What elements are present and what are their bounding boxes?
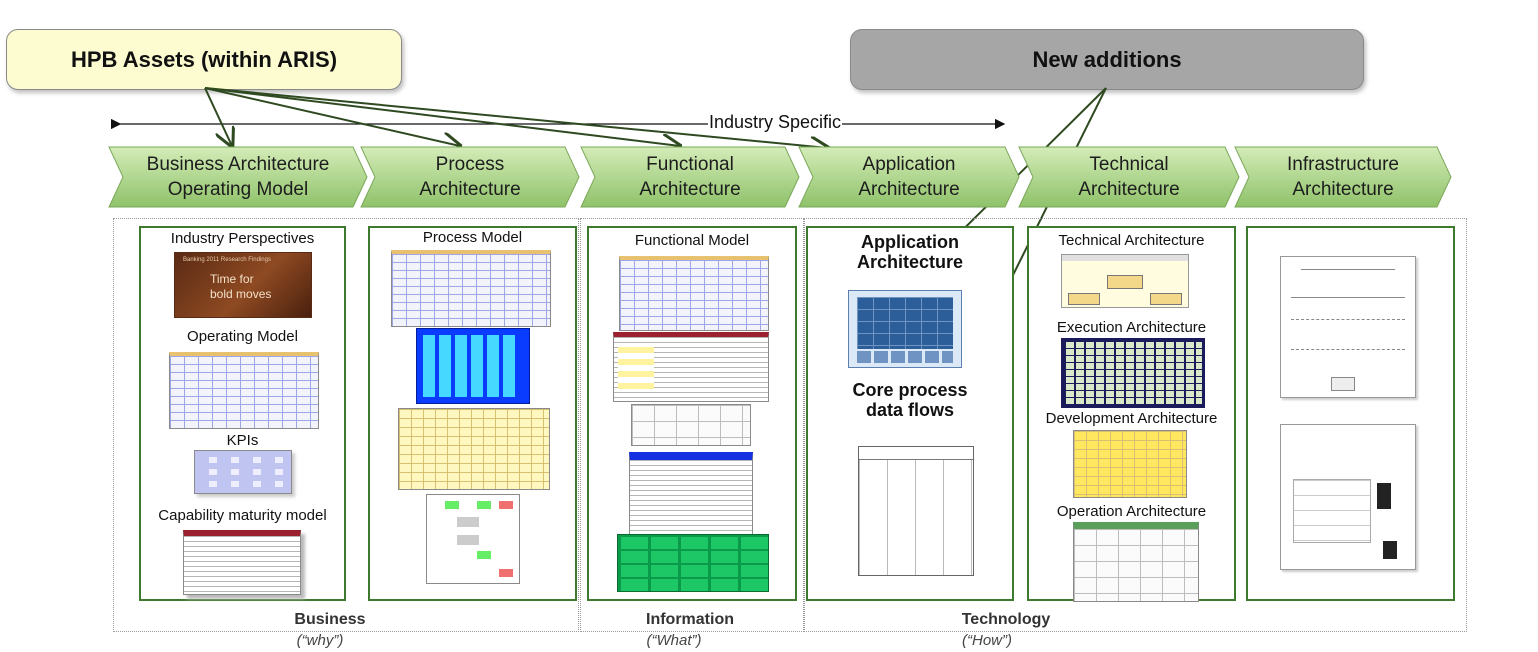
thumb-box [1331, 377, 1355, 391]
operating-model-title: Operating Model [187, 328, 298, 345]
business-group-boundary [113, 218, 579, 632]
chevron-label: Technical Architecture [1078, 154, 1180, 200]
application-architecture-thumbnail [848, 290, 962, 368]
application-architecture-title: Application Architecture [856, 232, 964, 272]
chevron-technical-architecture: Technical Architecture [1018, 146, 1240, 208]
group-business-label: Business [294, 611, 366, 628]
flow-node [499, 569, 513, 577]
thumb-server [1383, 541, 1397, 559]
thumb-text-line1: Time for [210, 272, 254, 286]
chevron-functional-architecture: Functional Architecture [580, 146, 800, 208]
flow-node [477, 501, 491, 509]
sap-infrastructure-thumbnail [1280, 424, 1416, 570]
group-information-label: Information [646, 611, 734, 628]
technical-panel: Technical Architecture Execution Archite… [1027, 226, 1236, 602]
execution-architecture-title: Execution Architecture [1056, 319, 1207, 336]
functional-panel: Functional Model [587, 226, 797, 601]
thumb-line [1291, 319, 1405, 321]
application-panel: Application Architecture Core process da… [806, 226, 1014, 601]
core-process-thumbnail [858, 446, 974, 576]
functional-capability-thumbnail [613, 332, 769, 402]
core-process-title: Core process data flows [852, 380, 968, 420]
flow-node [445, 501, 459, 509]
group-information-sub: (“What”) [646, 632, 702, 649]
chevron-infrastructure-architecture: Infrastructure Architecture [1234, 146, 1452, 208]
group-technology-label: Technology [961, 611, 1051, 628]
kpis-title: KPIs [226, 432, 259, 449]
kpis-thumbnail [194, 450, 292, 494]
industry-perspectives-title: Industry Perspectives [170, 230, 315, 247]
capability-maturity-thumbnail [183, 530, 301, 595]
development-architecture-title: Development Architecture [1045, 410, 1218, 427]
app-arch-bottom-row [857, 351, 953, 363]
hpb-to-business-arrow [204, 87, 232, 146]
thumb-center-block [1107, 275, 1143, 289]
process-model-title: Process Model [422, 229, 523, 246]
hpb-assets-callout: HPB Assets (within ARIS) [6, 29, 402, 90]
technical-architecture-thumbnail [1061, 254, 1189, 308]
thumb-header [1062, 255, 1188, 261]
functional-model-thumbnail [619, 256, 769, 331]
technology-group-boundary [804, 218, 1467, 632]
chevron-label: Application Architecture [858, 154, 960, 200]
hpb-to-functional-arrow [204, 87, 680, 146]
chevron-label: Infrastructure Architecture [1287, 154, 1399, 200]
operation-architecture-title: Operation Architecture [1056, 503, 1207, 520]
chevron-label: Functional Architecture [639, 154, 741, 200]
chevron-process-architecture: Process Architecture [360, 146, 580, 208]
process-diagram-thumbnail [426, 494, 520, 584]
new-additions-callout: New additions [850, 29, 1364, 90]
java-infrastructure-thumbnail [1280, 256, 1416, 398]
chevron-business-architecture: Business Architecture Operating Model [108, 146, 368, 208]
thumb-line [1291, 297, 1405, 298]
thumb-stack [1293, 479, 1371, 543]
development-architecture-thumbnail [1073, 430, 1187, 498]
flow-node [477, 551, 491, 559]
group-business-sub: (“why”) [296, 632, 344, 649]
flow-node [457, 535, 479, 545]
thumb-right-block [1150, 293, 1182, 305]
app-arch-core-block [857, 297, 953, 349]
process-flow-thumbnail [398, 408, 550, 490]
thumb-line [1291, 349, 1405, 351]
thumb-left-block [1068, 293, 1100, 305]
functional-model-title: Functional Model [634, 232, 750, 249]
flow-node [457, 517, 479, 527]
thumb-server [1377, 483, 1391, 509]
thumb-line [1301, 269, 1395, 270]
process-chevron-bars [423, 335, 515, 397]
hpb-to-application-arrow [204, 87, 828, 148]
industry-specific-label: Industry Specific [708, 112, 843, 133]
functional-table-thumbnail [631, 404, 751, 446]
capability-maturity-title: Capability maturity model [158, 507, 327, 524]
process-chevron-thumbnail [416, 328, 530, 404]
execution-architecture-thumbnail [1061, 338, 1205, 408]
business-panel: Industry Perspectives Banking 2011 Resea… [139, 226, 346, 601]
thumb-yellow-items [618, 347, 654, 391]
industry-perspectives-thumbnail: Banking 2011 Research Findings Time for … [174, 252, 312, 318]
functional-list-thumbnail [629, 452, 753, 537]
group-technology-sub: (“How”) [962, 632, 1012, 649]
hpb-to-process-arrow [204, 87, 460, 146]
chevron-label: Process Architecture [419, 154, 521, 200]
process-model-thumbnail [391, 250, 551, 327]
process-panel: Process Model [368, 226, 577, 601]
functional-green-grid-thumbnail [617, 534, 769, 592]
thumb-text-line2: bold moves [210, 287, 272, 301]
infrastructure-panel [1246, 226, 1455, 601]
thumb-caption: Banking 2011 Research Findings [183, 257, 271, 263]
operation-architecture-thumbnail [1073, 522, 1199, 602]
operating-model-thumbnail [169, 352, 319, 429]
information-group-boundary [580, 218, 804, 632]
technical-architecture-title: Technical Architecture [1058, 232, 1205, 249]
chevron-application-architecture: Application Architecture [798, 146, 1020, 208]
flow-node [499, 501, 513, 509]
chevron-label: Business Architecture Operating Model [146, 154, 330, 200]
core-process-header [859, 447, 973, 460]
